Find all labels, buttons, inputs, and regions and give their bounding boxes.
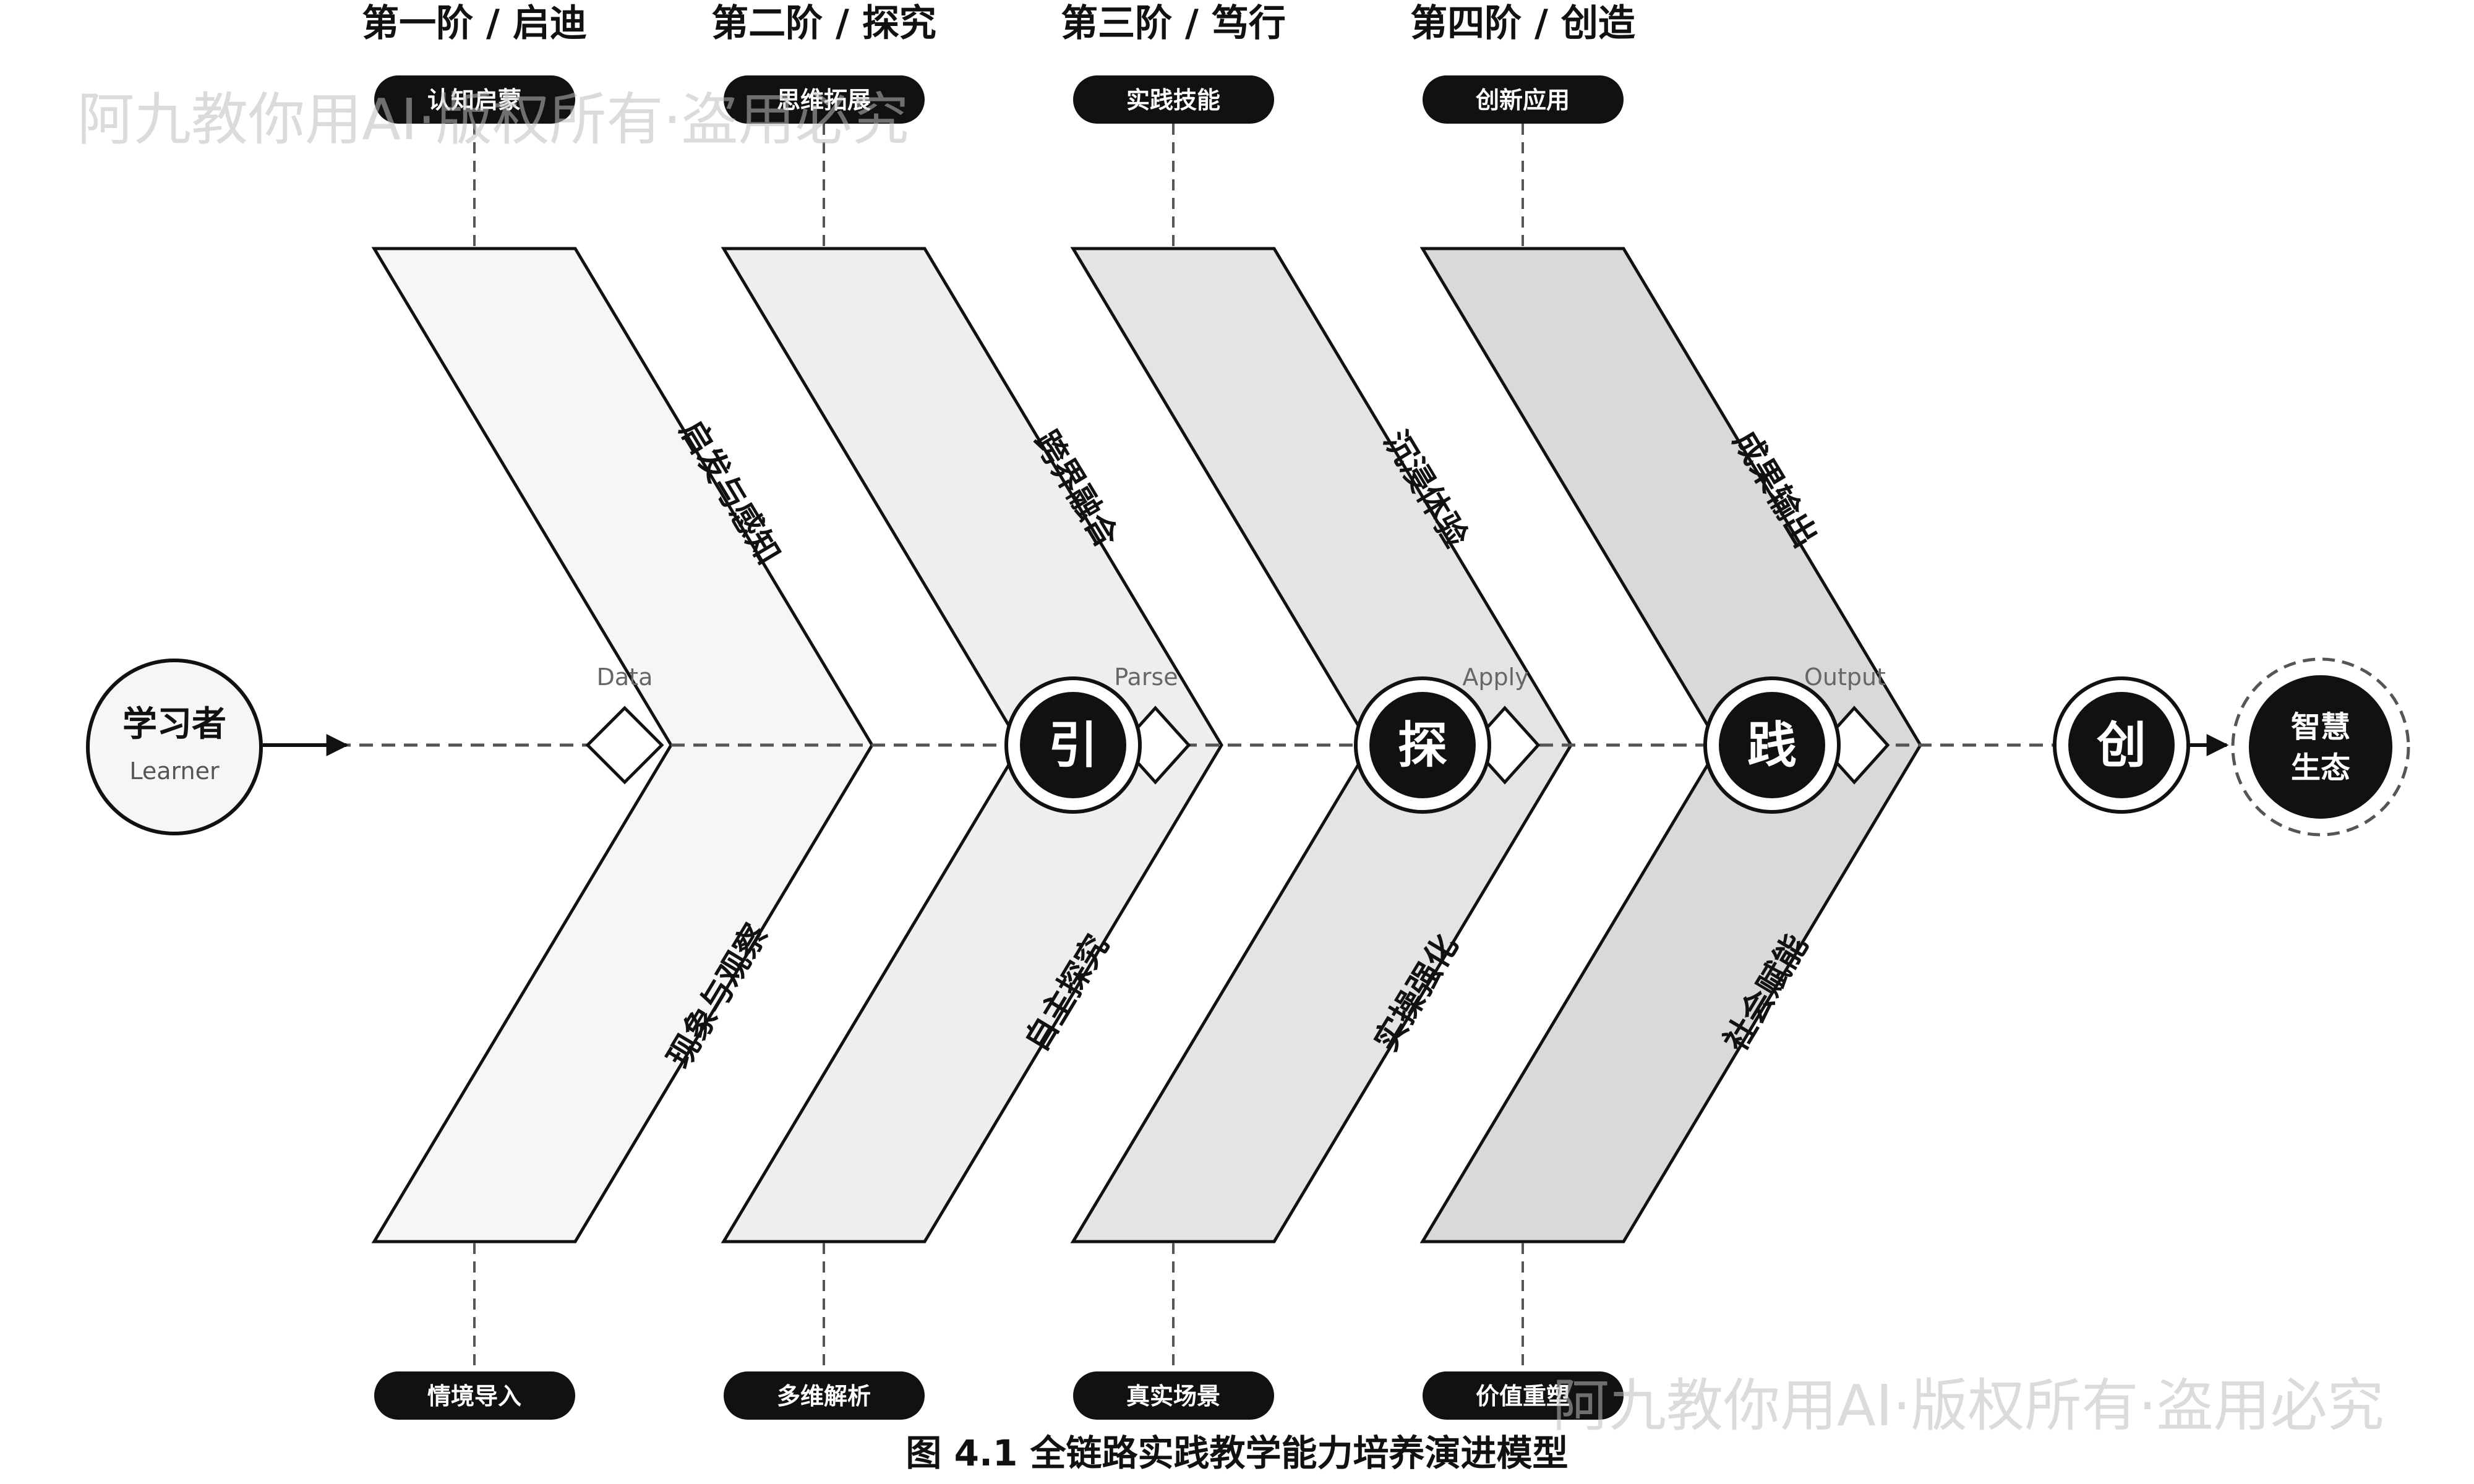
io-label-1: Data bbox=[597, 663, 653, 691]
bottom-pill-2-label: 多维解析 bbox=[777, 1383, 871, 1410]
watermark-top: 阿九教你用AI·版权所有·盗用必究 bbox=[77, 87, 909, 153]
stage-node-4: 创 bbox=[2053, 676, 2190, 814]
bottom-pill-4-label: 价值重塑 bbox=[1476, 1383, 1570, 1410]
stage-node-4-char: 创 bbox=[2097, 717, 2146, 774]
bottom-pill-1 bbox=[374, 1371, 575, 1420]
bottom-pill-1-label: 情境导入 bbox=[427, 1383, 521, 1410]
learner-sublabel: Learner bbox=[129, 757, 220, 785]
top-pill-2 bbox=[724, 75, 925, 124]
top-pill-1 bbox=[374, 75, 575, 124]
figure-caption: 图 4.1 全链路实践教学能力培养演进模型 bbox=[905, 1432, 1568, 1474]
connectors bbox=[473, 124, 1524, 1370]
top-pill-2-label: 思维拓展 bbox=[777, 87, 871, 114]
top-pill-1-label: 认知启蒙 bbox=[427, 87, 521, 114]
io-label-3: Apply bbox=[1462, 663, 1528, 691]
endpoint-node: 智慧 生态 bbox=[2231, 657, 2410, 837]
bottom-pill-3 bbox=[1073, 1371, 1274, 1420]
learner-label: 学习者 bbox=[122, 704, 226, 744]
bottom-pill-2 bbox=[724, 1371, 925, 1420]
diamond-icon bbox=[585, 706, 664, 785]
top-pill-3-label: 实践技能 bbox=[1126, 87, 1220, 114]
watermark-bottom: 阿九教你用AI·版权所有·盗用必究 bbox=[1552, 1373, 2384, 1439]
io-labels: Data Parse Apply Output bbox=[597, 663, 1886, 691]
bottom-pill-4 bbox=[1423, 1371, 1624, 1420]
learner-node: 学习者 Learner bbox=[86, 659, 263, 835]
top-pills: 认知启蒙 思维拓展 实践技能 创新应用 bbox=[374, 75, 1624, 124]
endpoint-line1: 智慧 bbox=[2291, 710, 2350, 744]
stage-node-3-char: 践 bbox=[1747, 717, 1797, 774]
stage-nodes: 引 探 践 创 bbox=[1004, 676, 2190, 814]
stage-title-4: 第四阶 / 创造 bbox=[1410, 2, 1635, 45]
io-label-2: Parse bbox=[1114, 663, 1178, 691]
top-pill-4 bbox=[1423, 75, 1624, 124]
top-pill-3 bbox=[1073, 75, 1274, 124]
bottom-pill-3-label: 真实场景 bbox=[1126, 1383, 1220, 1410]
stage-title-2: 第二阶 / 探究 bbox=[711, 2, 936, 45]
stage-node-3: 践 bbox=[1703, 676, 1841, 814]
stage-node-1-char: 引 bbox=[1048, 717, 1098, 774]
io-label-4: Output bbox=[1804, 663, 1886, 691]
stage-node-1: 引 bbox=[1004, 676, 1142, 814]
top-pill-4-label: 创新应用 bbox=[1476, 87, 1570, 114]
bottom-pills: 情境导入 多维解析 真实场景 价值重塑 bbox=[374, 1371, 1624, 1420]
stage-node-2: 探 bbox=[1354, 676, 1491, 814]
stage-title-3: 第三阶 / 笃行 bbox=[1061, 2, 1286, 45]
stage-titles: 第一阶 / 启迪 第二阶 / 探究 第三阶 / 笃行 第四阶 / 创造 bbox=[362, 2, 1635, 45]
stage-node-2-char: 探 bbox=[1398, 717, 1447, 774]
stage-title-1: 第一阶 / 启迪 bbox=[362, 2, 587, 45]
endpoint-line2: 生态 bbox=[2291, 751, 2350, 785]
